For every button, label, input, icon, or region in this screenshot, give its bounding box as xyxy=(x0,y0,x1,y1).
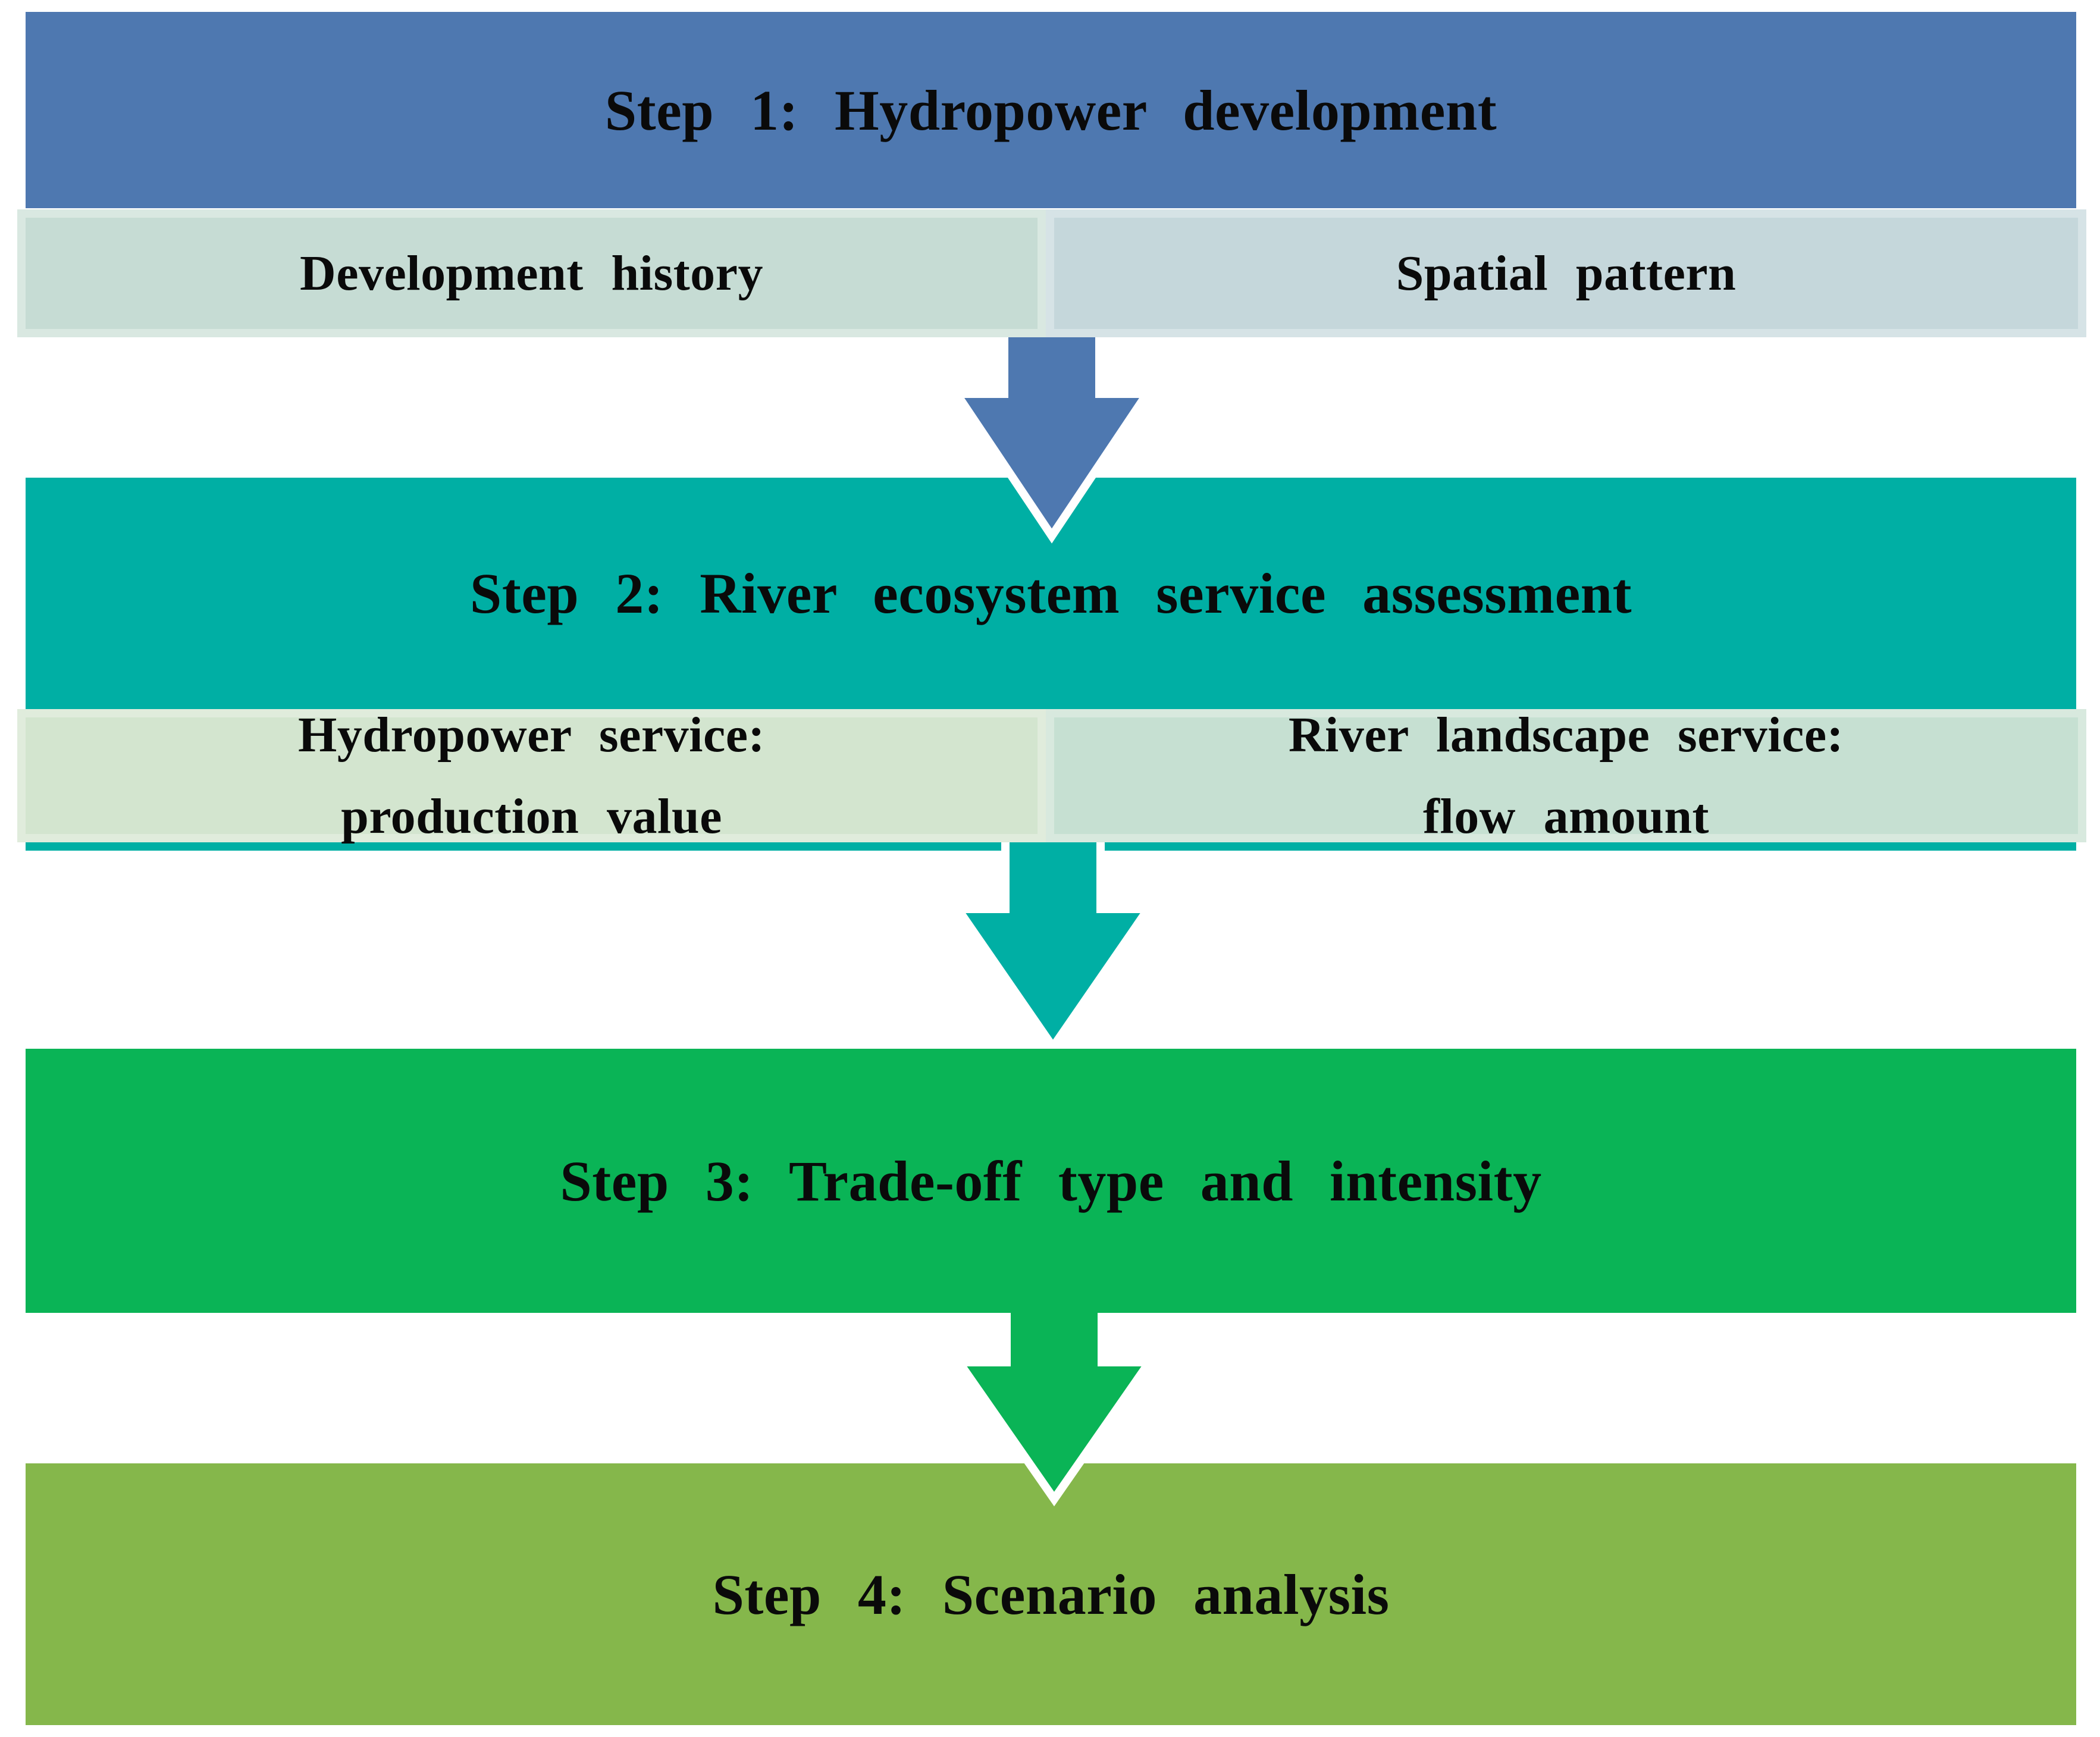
step2-sub-label-hydropower-service-line2: production value xyxy=(341,789,722,844)
step2-title-area: Step 2: River ecosystem service assessme… xyxy=(26,478,2076,709)
step1-sub-box-development-history: Development history xyxy=(17,209,1046,337)
step2-sub-box-river-landscape-service: River landscape service: flow amount xyxy=(1046,707,2086,844)
step1-title: Step 1: Hydropower development xyxy=(604,78,1497,142)
step1-sub-row: Development history Spatial pattern xyxy=(17,209,2086,337)
step4-title: Step 4: Scenario analysis xyxy=(712,1562,1390,1626)
step2-sub-label-hydropower-service-line1: Hydropower service: xyxy=(297,707,766,763)
step1-box: Step 1: Hydropower development xyxy=(26,12,2076,208)
step2-sub-row: Hydropower service: production value Riv… xyxy=(17,707,2086,844)
step2-sub-box-hydropower-service: Hydropower service: production value xyxy=(17,707,1046,844)
step2-sub-label-river-landscape-service-line2: flow amount xyxy=(1422,789,1710,844)
down-arrow-icon-step1-to-step2 xyxy=(948,311,1155,544)
step4-box: Step 4: Scenario analysis xyxy=(26,1463,2076,1725)
step2-title: Step 2: River ecosystem service assessme… xyxy=(469,562,1632,625)
step1-sub-label-spatial-pattern: Spatial pattern xyxy=(1396,246,1737,301)
step3-box: Step 3: Trade-off type and intensity xyxy=(26,1049,2076,1313)
step2-sub-label-river-landscape-service-line1: River landscape service: xyxy=(1288,707,1844,763)
step1-sub-box-spatial-pattern: Spatial pattern xyxy=(1046,209,2086,337)
down-arrow-icon-step2-to-step3 xyxy=(949,817,1156,1055)
step3-title: Step 3: Trade-off type and intensity xyxy=(560,1149,1542,1213)
step1-sub-label-development-history: Development history xyxy=(300,246,763,301)
